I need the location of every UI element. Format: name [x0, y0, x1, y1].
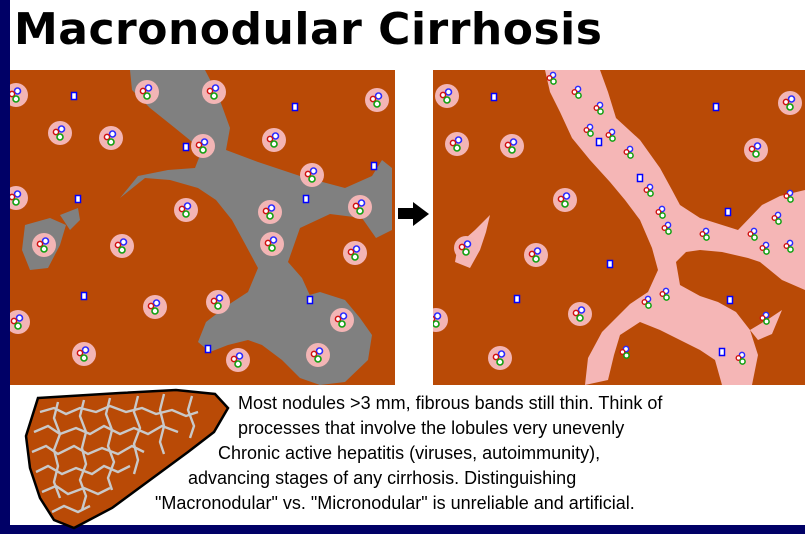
page-title: Macronodular Cirrhosis [14, 4, 602, 56]
left-liver-panel [4, 70, 395, 385]
right-liver-panel [424, 70, 805, 385]
